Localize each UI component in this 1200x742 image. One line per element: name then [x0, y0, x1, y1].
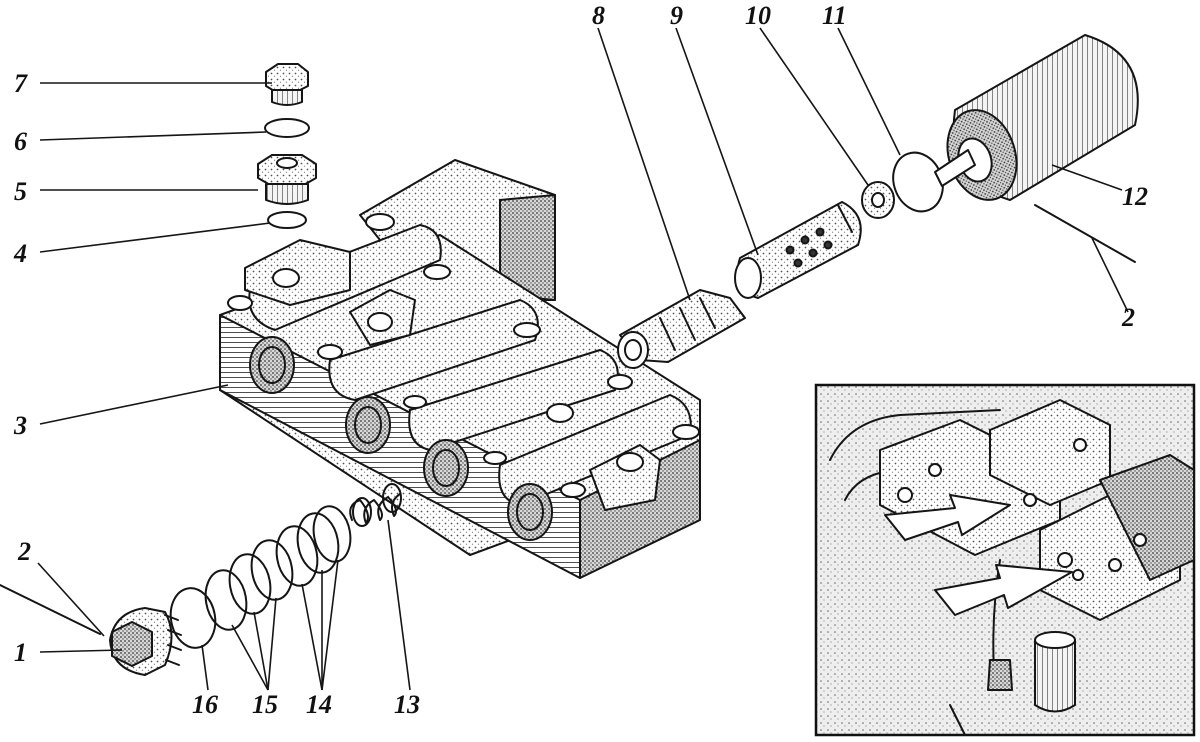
shim-rings-15 [204, 539, 294, 631]
callout-7: 7 [14, 69, 28, 98]
inset-installation-view [814, 383, 1196, 737]
callout-13: 13 [394, 690, 420, 719]
callout-16: 16 [192, 690, 218, 719]
callout-11: 11 [822, 1, 847, 30]
leader-lines [37, 27, 1129, 691]
wire-pin-2-left [0, 584, 101, 635]
callout-4: 4 [13, 239, 27, 268]
seal-ring-16 [169, 587, 217, 649]
solenoid-12 [934, 34, 1139, 201]
sleeve-9 [734, 201, 862, 299]
spring-13 [349, 483, 402, 527]
inset-arrow-upper [884, 494, 1011, 541]
inset-arrow-lower [934, 564, 1073, 616]
seal-ring-6 [264, 118, 310, 138]
callout-labels: 7 6 5 4 3 2 1 16 15 14 13 8 9 10 11 12 2 [13, 1, 1148, 719]
callout-2-left: 2 [17, 537, 31, 566]
valve-body-housing [219, 159, 701, 579]
callout-5: 5 [14, 177, 27, 206]
shim-rings-14 [275, 505, 352, 587]
callout-12: 12 [1122, 182, 1148, 211]
spool-valve-8 [617, 289, 746, 369]
fitting-5 [257, 154, 317, 205]
callout-9: 9 [670, 1, 683, 30]
callout-6: 6 [14, 127, 27, 156]
callout-14: 14 [306, 690, 332, 719]
callout-10: 10 [745, 1, 771, 30]
plug-7 [265, 63, 309, 106]
callout-2-right: 2 [1121, 303, 1135, 332]
callout-3: 3 [13, 411, 27, 440]
wire-pin-2-right [1034, 204, 1136, 263]
callout-8: 8 [592, 1, 605, 30]
callout-15: 15 [252, 690, 278, 719]
callout-1: 1 [14, 638, 27, 667]
seal-ring-4 [267, 211, 307, 229]
washer-10 [861, 181, 895, 219]
